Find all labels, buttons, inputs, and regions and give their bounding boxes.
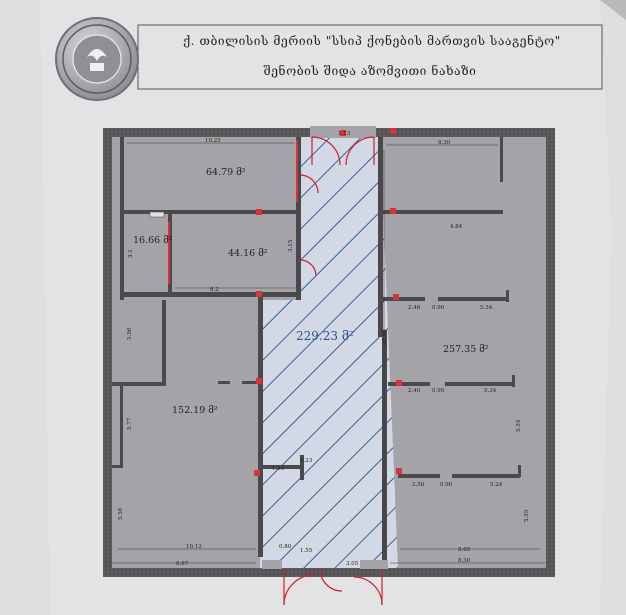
dimension-lines — [110, 142, 545, 564]
dim-bottom-right-2: 8.30 — [458, 558, 471, 564]
dim-r4-top: 8.2 — [210, 287, 219, 293]
dim-mid-l2: 0.90 — [432, 305, 445, 311]
dim-top-right: 8.30 — [438, 140, 451, 146]
dim-bottom-right: 8.65 — [458, 547, 471, 553]
dim-left-v2: 5.77 — [127, 417, 133, 430]
room-1-area: 64.79 მ² — [206, 167, 246, 178]
dim-top-left: 10.25 — [205, 138, 221, 144]
dim-low-l1: 2.56 — [412, 482, 425, 488]
dim-mid2-l2: 0.90 — [432, 388, 445, 394]
windows — [149, 128, 402, 476]
interior-walls — [112, 126, 521, 569]
dim-left-v3: 5.56 — [118, 507, 124, 520]
dim-small: 1.10 — [272, 466, 285, 472]
dim-bottom-mid-1: 0.80 — [279, 544, 292, 550]
room-6-area: 257.35 მ² — [443, 344, 489, 355]
dim-corridor-v: 20.00 — [382, 329, 388, 345]
header-title: ქ. თბილისის მერიის "სსიპ ქონების მართვის… — [183, 34, 561, 48]
dim-mid2-l1: 2.40 — [408, 388, 421, 394]
agency-seal-logo — [55, 17, 139, 101]
dim-low-r: 5.24 — [490, 482, 503, 488]
corridor-area — [260, 137, 398, 568]
seal-emblem-icon — [62, 24, 132, 94]
room-2-area: 16.66 მ² — [133, 235, 173, 246]
doors — [283, 136, 383, 606]
dim-small-2: 1.23 — [300, 458, 313, 464]
dim-bottom-left-2: 8.67 — [176, 561, 189, 567]
dim-mid-r: 5.34 — [480, 305, 493, 311]
dim-left-v1: 5.56 — [127, 327, 133, 340]
header-subtitle: შენობის შიდა აზომვითი ნახაზი — [263, 64, 477, 78]
dim-bottom-mid-3: 3.05 — [346, 561, 359, 567]
dim-r3-v: 3.15 — [288, 239, 294, 252]
dim-top-mid: 1.13 — [338, 131, 351, 137]
dim-r2-top: 4.84 — [450, 224, 463, 230]
dim-mid2-r: 5.34 — [484, 388, 497, 394]
dim-right-v2: 5.55 — [524, 509, 530, 522]
dim-bottom-left: 10.12 — [186, 544, 202, 550]
room-3-area: 44.16 მ² — [228, 248, 268, 259]
dim-bottom-mid-2: 1.55 — [300, 548, 313, 554]
dim-right-v1: 5.55 — [516, 419, 522, 432]
room-labels: 64.79 მ² 16.66 მ² 44.16 მ² 152.19 მ² 257… — [133, 167, 489, 416]
dim-low-l2: 0.90 — [440, 482, 453, 488]
corridor-area-label: 229.23 მ² — [296, 329, 354, 343]
dim-mid-l1: 2.46 — [408, 305, 421, 311]
room-4-area: 152.19 მ² — [172, 405, 218, 416]
dim-r2-v: 3.1 — [128, 249, 134, 258]
